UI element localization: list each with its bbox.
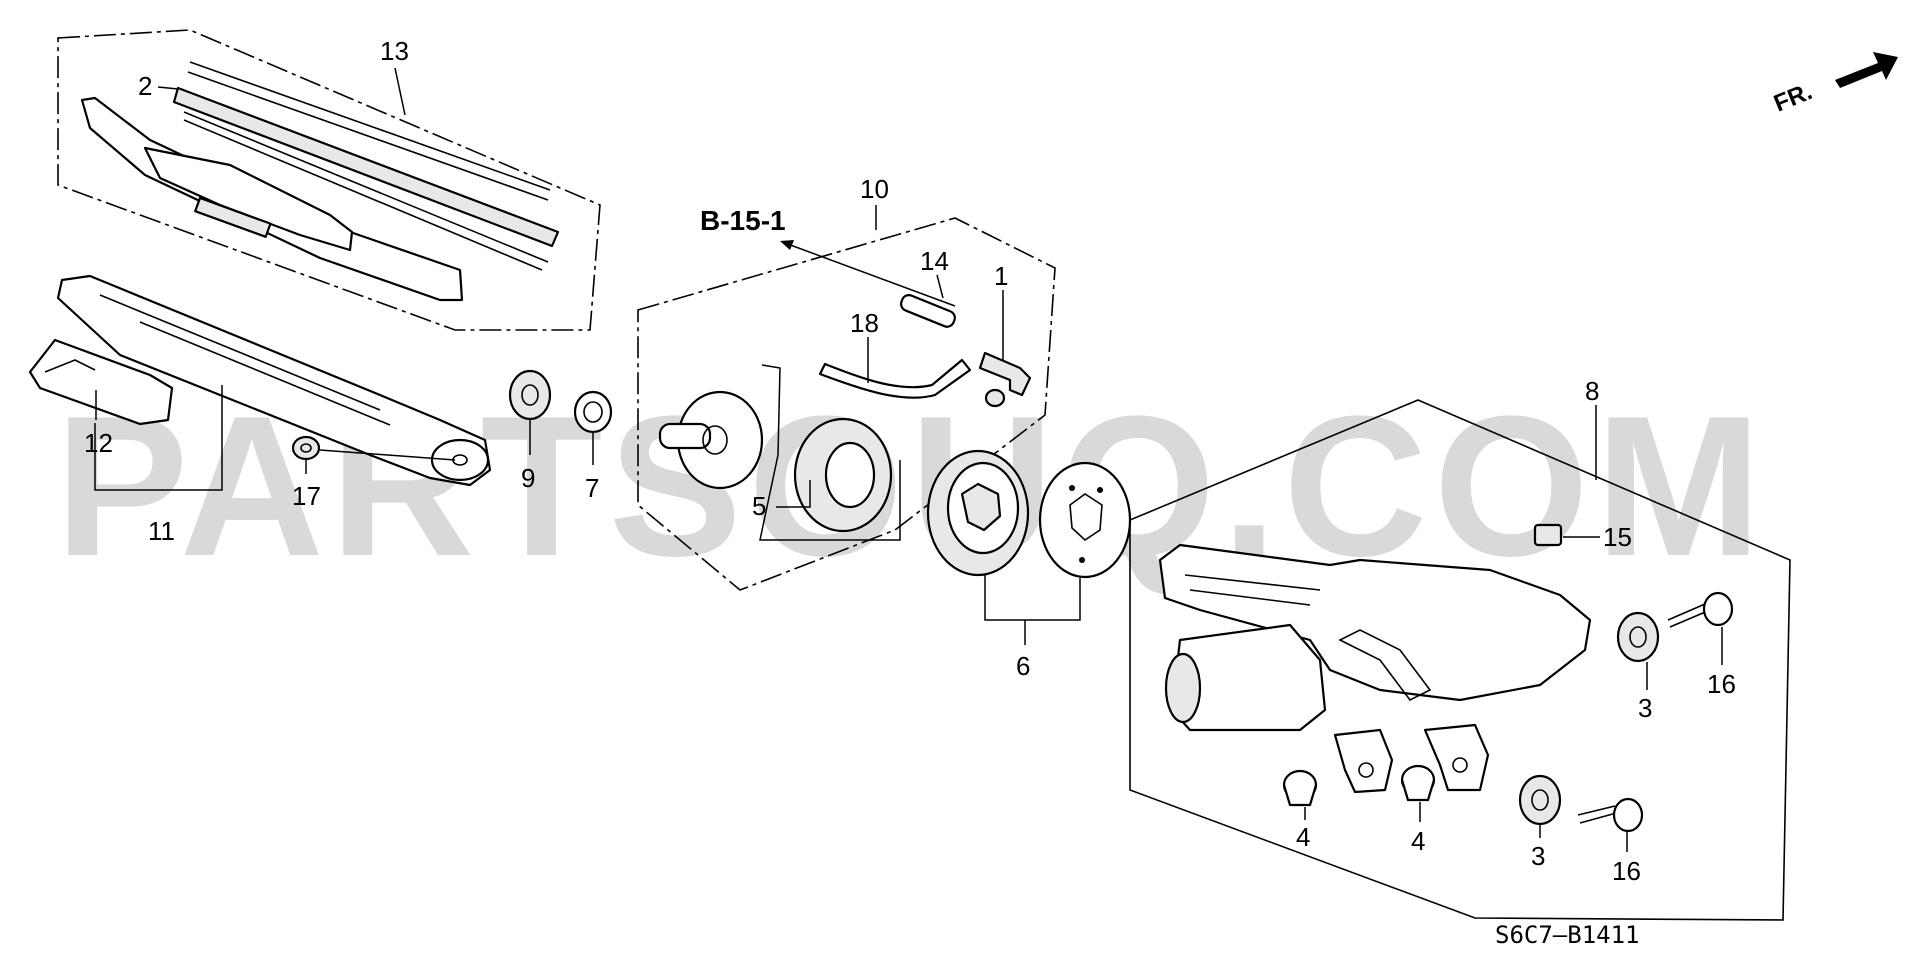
callout-4-left[interactable]: 4 (1296, 822, 1310, 852)
callout-5[interactable]: 5 (752, 491, 766, 521)
callout-10[interactable]: 10 (860, 174, 889, 204)
callout-17[interactable]: 17 (292, 481, 321, 511)
callout-3-upper[interactable]: 3 (1638, 693, 1652, 723)
front-arrow-icon: FR. (1770, 52, 1898, 118)
callout-9[interactable]: 9 (521, 463, 535, 493)
callout-12[interactable]: 12 (84, 428, 113, 458)
callout-13[interactable]: 13 (380, 36, 409, 66)
callout-14[interactable]: 14 (920, 246, 949, 276)
callout-1[interactable]: 1 (994, 261, 1008, 291)
callout-8[interactable]: 8 (1585, 376, 1599, 406)
callout-16-lower[interactable]: 16 (1612, 856, 1641, 886)
wiper-blade-group[interactable] (57, 29, 601, 331)
callout-11[interactable]: 11 (148, 516, 175, 546)
callout-7[interactable]: 7 (585, 473, 599, 503)
callout-18[interactable]: 18 (850, 308, 879, 338)
front-arrow-label: FR. (1770, 78, 1816, 118)
callout-15[interactable]: 15 (1603, 522, 1632, 552)
callouts: 13 2 12 11 17 9 7 10 14 1 18 5 6 8 15 3 … (84, 36, 1736, 886)
leader-lines (94, 67, 1723, 852)
reference-link[interactable]: B-15-1 (700, 205, 786, 236)
diagram-code: S6C7–B1411 (1495, 921, 1640, 949)
callout-2[interactable]: 2 (138, 71, 152, 101)
callout-16-upper[interactable]: 16 (1707, 669, 1736, 699)
callout-4-right[interactable]: 4 (1411, 826, 1425, 856)
callout-3-lower[interactable]: 3 (1531, 841, 1545, 871)
callout-6[interactable]: 6 (1016, 651, 1030, 681)
grommet-group[interactable] (926, 449, 1132, 579)
wiper-motor-group[interactable] (1129, 399, 1791, 921)
